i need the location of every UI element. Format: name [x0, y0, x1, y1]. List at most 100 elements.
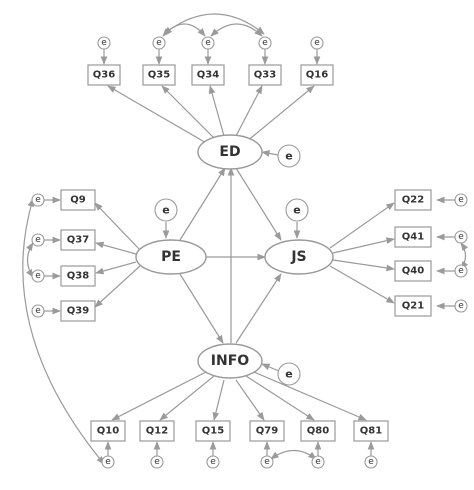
- error-label: e: [458, 266, 464, 276]
- indicator-q36: Q36: [87, 64, 121, 86]
- indicator-q79: Q79: [249, 420, 285, 442]
- latent-variables: ED PE JS INFO: [135, 134, 334, 379]
- indicator-label: Q79: [256, 426, 278, 437]
- covariance-arcs: [22, 13, 469, 465]
- error-q10: e: [101, 455, 115, 469]
- indicator-q81: Q81: [353, 420, 389, 442]
- error-q15: e: [206, 455, 220, 469]
- error-label: e: [368, 457, 374, 467]
- error-q41: e: [454, 230, 468, 244]
- indicator-q40: Q40: [394, 260, 432, 282]
- indicator-q80: Q80: [300, 420, 336, 442]
- indicator-label: Q41: [402, 232, 424, 243]
- path-info-js: [235, 273, 282, 344]
- error-label: e: [458, 301, 464, 311]
- indicator-q39: Q39: [60, 300, 96, 322]
- error-label: e: [314, 38, 320, 48]
- indicator-label: Q22: [402, 195, 424, 206]
- load-pe-q9: [94, 202, 141, 251]
- indicator-label: Q80: [307, 426, 329, 437]
- load-js-q41: [332, 237, 395, 254]
- indicator-q35: Q35: [142, 64, 176, 86]
- indicator-q21: Q21: [394, 295, 432, 317]
- latent-ed: ED: [197, 134, 263, 170]
- load-info-q80: [245, 375, 315, 421]
- cov-q79-q80: [270, 449, 317, 460]
- error-label: e: [35, 306, 41, 316]
- load-pe-q39: [94, 265, 141, 308]
- indicator-label: Q37: [67, 235, 89, 246]
- error-q38: e: [31, 269, 45, 283]
- indicator-label: Q40: [402, 266, 424, 277]
- error-label: e: [293, 204, 300, 217]
- error-label: e: [162, 204, 169, 217]
- error-q21: e: [454, 299, 468, 313]
- err-arrow-info: [261, 363, 280, 372]
- error-q33: e: [258, 36, 272, 50]
- error-label: e: [101, 38, 107, 48]
- error-q40: e: [454, 264, 468, 278]
- error-label: e: [262, 38, 268, 48]
- error-arrows: [44, 49, 455, 456]
- load-info-q12: [159, 375, 215, 421]
- error-q79: e: [260, 455, 274, 469]
- cov-q35-q33: [163, 13, 265, 35]
- indicator-label: Q9: [70, 195, 86, 206]
- load-js-q21: [329, 265, 395, 304]
- disturbance-ed: e: [277, 144, 301, 168]
- latent-pe: PE: [135, 239, 207, 275]
- load-pe-q37: [95, 241, 137, 255]
- indicator-label: Q36: [93, 70, 115, 81]
- indicator-q37: Q37: [60, 229, 96, 251]
- load-js-q40: [332, 259, 395, 272]
- error-q22: e: [454, 193, 468, 207]
- error-q80: e: [311, 455, 325, 469]
- indicator-q38: Q38: [60, 265, 96, 287]
- indicator-label: Q35: [148, 70, 170, 81]
- path-pe-info: [179, 273, 224, 344]
- load-js-q22: [329, 202, 395, 249]
- indicator-label: Q34: [197, 70, 219, 81]
- indicator-q15: Q15: [195, 420, 231, 442]
- indicator-q34: Q34: [191, 64, 225, 86]
- load-ed-q34: [208, 85, 225, 137]
- error-label: e: [35, 195, 41, 205]
- error-label: e: [156, 38, 162, 48]
- error-q36: e: [97, 36, 111, 50]
- error-terms: e e e e e e e e e e e e e e e e e e e e …: [31, 36, 468, 469]
- indicator-q33: Q33: [248, 64, 282, 86]
- load-ed-q16: [245, 85, 315, 143]
- indicator-label: Q15: [202, 426, 224, 437]
- indicator-q16: Q16: [300, 64, 334, 86]
- error-q39: e: [31, 304, 45, 318]
- indicator-label: Q81: [360, 426, 382, 437]
- latent-label: PE: [161, 249, 181, 265]
- error-label: e: [315, 457, 321, 467]
- error-label: e: [35, 271, 41, 281]
- load-pe-q38: [95, 261, 137, 275]
- path-pe-ed: [179, 167, 226, 241]
- latent-js: JS: [264, 239, 334, 275]
- disturbance-pe: e: [154, 198, 178, 222]
- disturbance-js: e: [285, 198, 309, 222]
- latent-label: INFO: [211, 353, 249, 369]
- indicator-q22: Q22: [394, 189, 432, 211]
- structural-paths: [179, 167, 282, 344]
- load-info-q15: [212, 379, 225, 421]
- indicator-q10: Q10: [90, 420, 126, 442]
- error-label: e: [105, 457, 111, 467]
- error-q34: e: [201, 36, 215, 50]
- indicator-label: Q21: [402, 301, 424, 312]
- indicator-label: Q33: [254, 70, 276, 81]
- indicator-q41: Q41: [394, 226, 432, 248]
- indicator-label: Q10: [97, 426, 119, 437]
- error-label: e: [154, 457, 160, 467]
- indicator-q12: Q12: [139, 420, 175, 442]
- indicator-label: Q38: [67, 271, 89, 282]
- indicator-boxes: Q36 Q35 Q34 Q33 Q16 Q9 Q37 Q38: [60, 64, 432, 442]
- error-q37: e: [31, 233, 45, 247]
- error-label: e: [285, 368, 292, 381]
- cov-q37-q38: [26, 242, 34, 278]
- error-q35: e: [152, 36, 166, 50]
